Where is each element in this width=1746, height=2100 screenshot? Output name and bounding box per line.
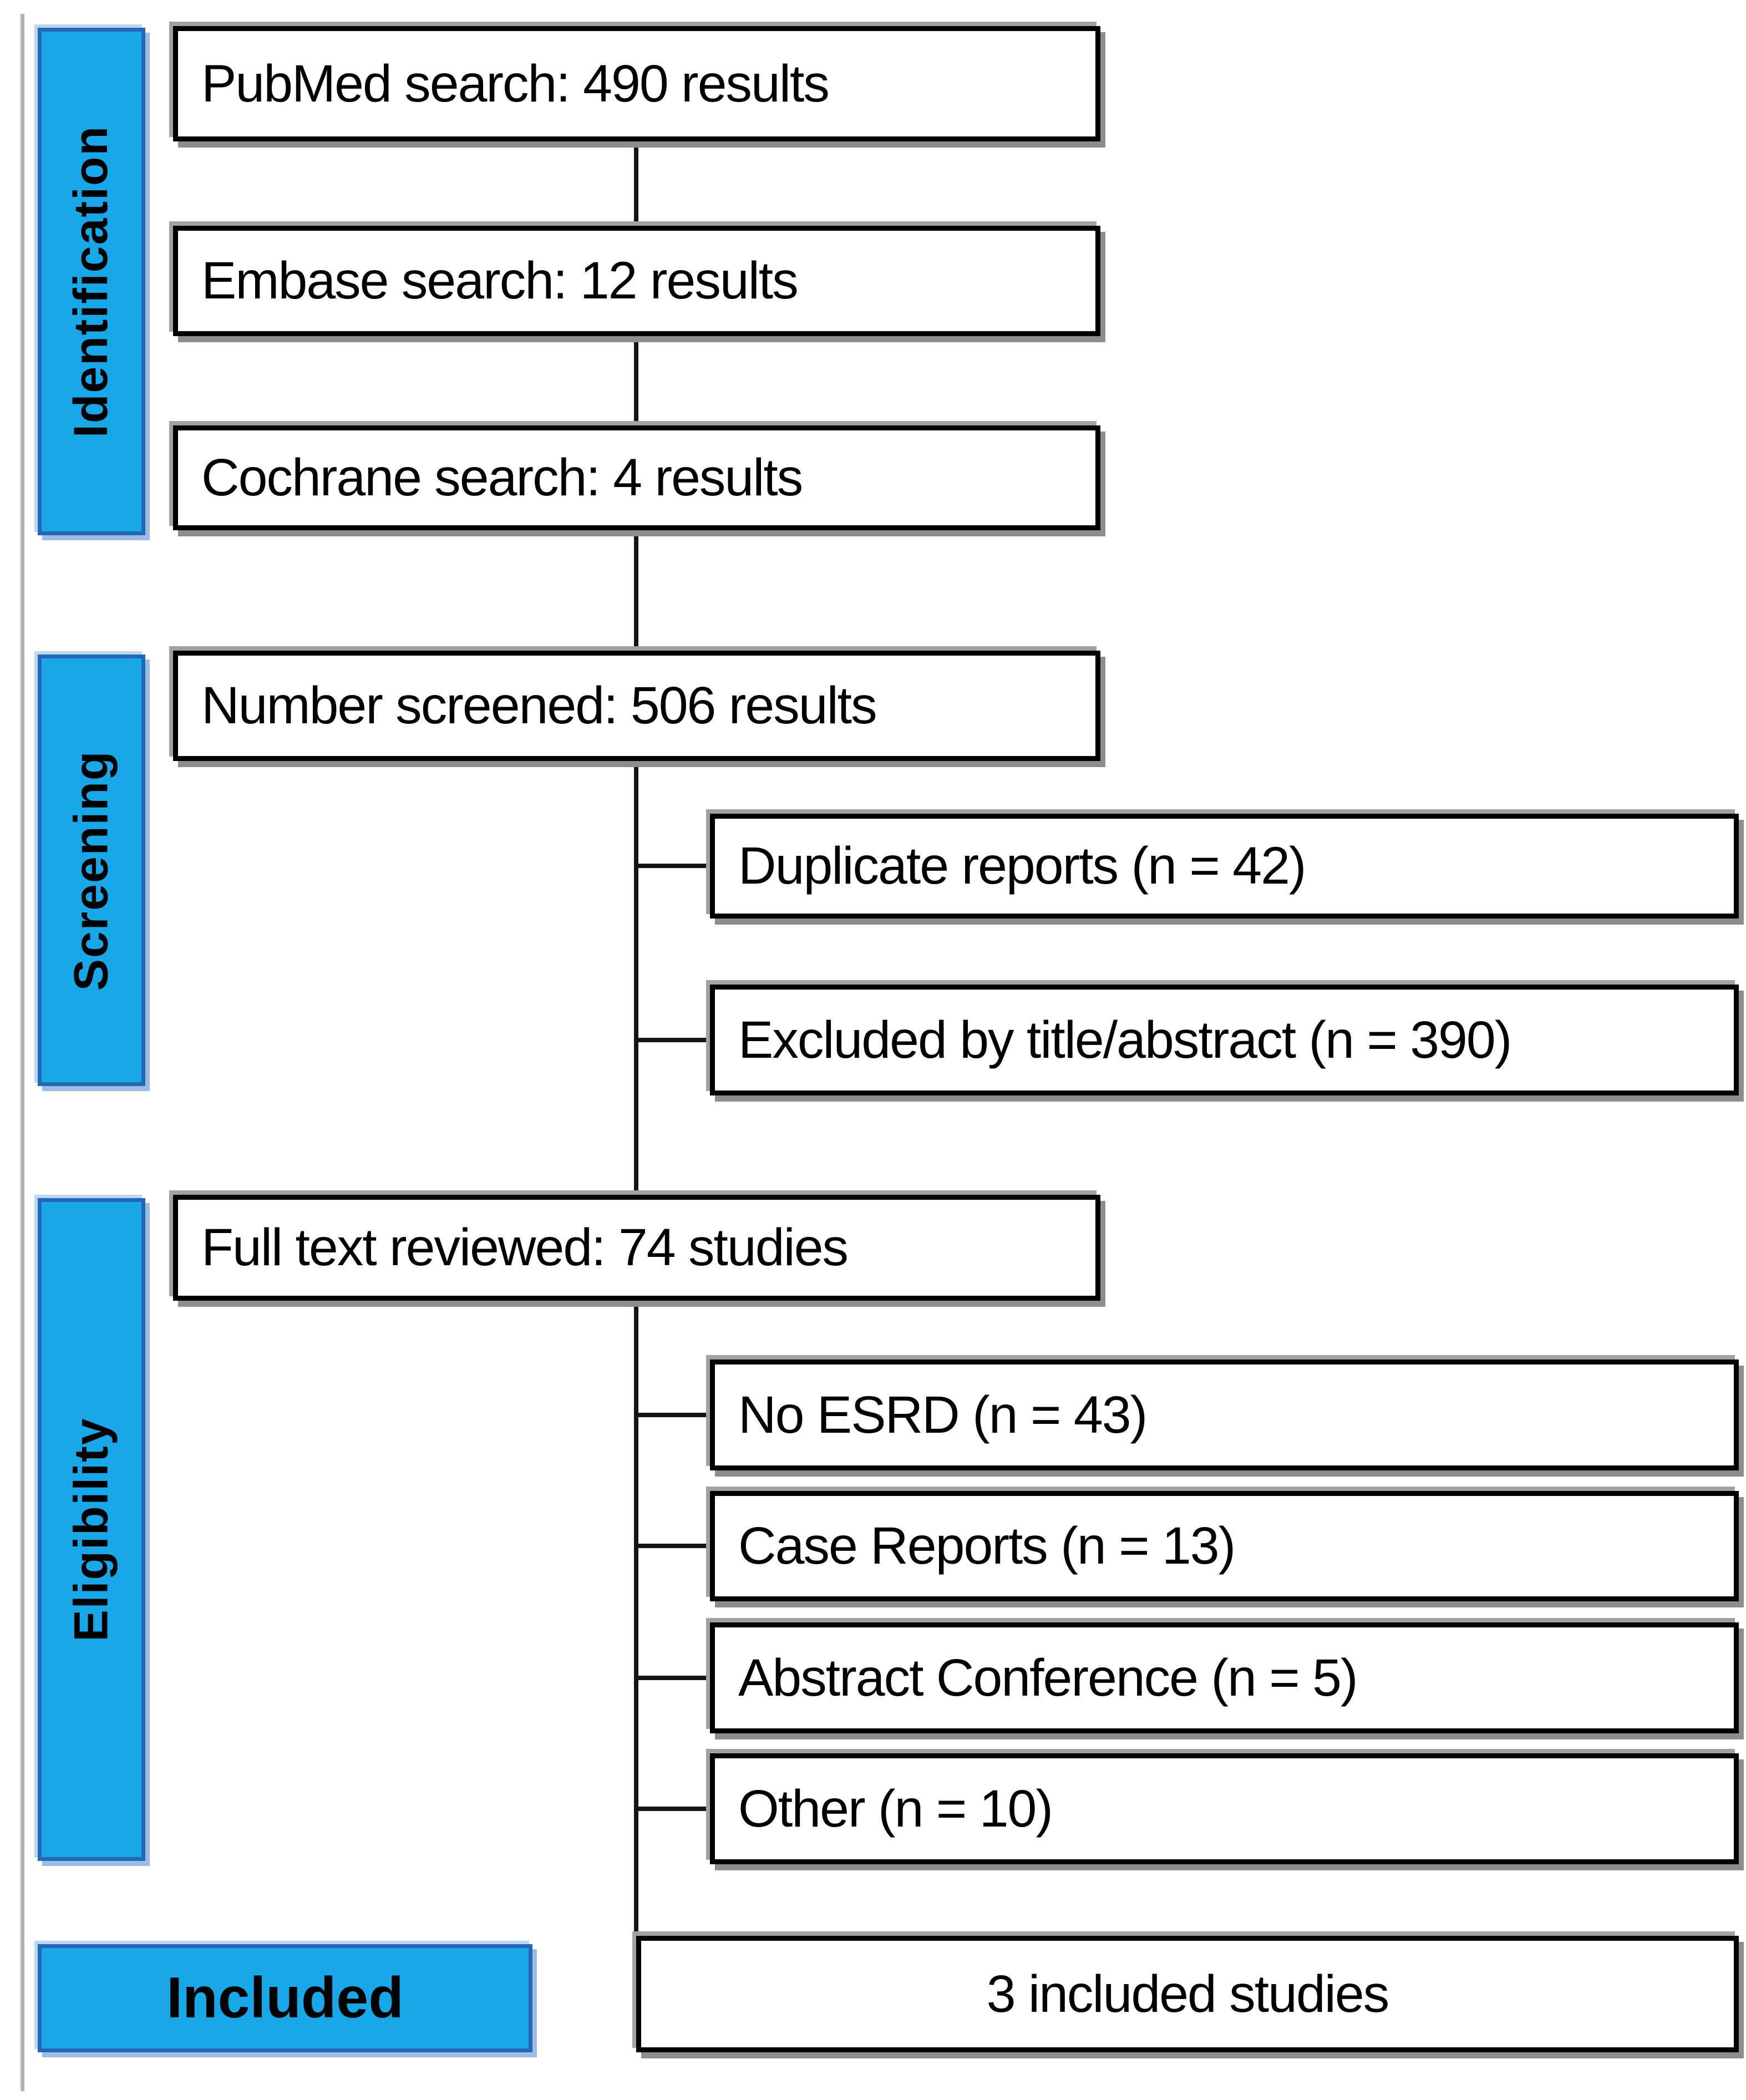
stage-bar-screening: Screening <box>38 655 145 1086</box>
flow-box-screened-label: Number screened: 506 results <box>201 676 877 735</box>
stage-label-screening: Screening <box>64 750 118 991</box>
exclusion-box-duplicate-reports: Duplicate reports (n = 42) <box>710 814 1739 919</box>
exclusion-title-abstract-label: Excluded by title/abstract (n = 390) <box>738 1010 1512 1069</box>
exclusion-no-esrd-label: No ESRD (n = 43) <box>738 1385 1148 1444</box>
flow-box-included-studies: 3 included studies <box>636 1936 1739 2052</box>
flow-box-embase-search: Embase search: 12 results <box>173 226 1100 336</box>
flow-box-cochrane-search: Cochrane search: 4 results <box>173 425 1100 530</box>
flow-box-pubmed-search: PubMed search: 490 results <box>173 26 1100 141</box>
flow-box-number-screened: Number screened: 506 results <box>173 651 1100 761</box>
flow-box-included-studies-label: 3 included studies <box>986 1964 1390 2023</box>
flow-box-pubmed-label: PubMed search: 490 results <box>201 54 830 113</box>
connector-stub-title-abstract <box>636 1038 714 1042</box>
exclusion-box-abstract-conference: Abstract Conference (n = 5) <box>710 1622 1739 1733</box>
exclusion-abstract-conference-label: Abstract Conference (n = 5) <box>738 1648 1358 1707</box>
connector-stub-other <box>636 1807 714 1811</box>
stage-label-eligibility: Eligibility <box>64 1417 118 1642</box>
exclusion-case-reports-label: Case Reports (n = 13) <box>738 1516 1236 1575</box>
exclusion-box-title-abstract: Excluded by title/abstract (n = 390) <box>710 985 1739 1095</box>
exclusion-duplicates-label: Duplicate reports (n = 42) <box>738 836 1307 895</box>
stage-label-included: Included <box>166 1966 404 2030</box>
exclusion-other-label: Other (n = 10) <box>738 1779 1053 1838</box>
stage-bar-included: Included <box>38 1944 532 2052</box>
exclusion-box-other: Other (n = 10) <box>710 1753 1739 1864</box>
flow-box-fulltext-label: Full text reviewed: 74 studies <box>201 1218 849 1277</box>
exclusion-box-no-esrd: No ESRD (n = 43) <box>710 1360 1739 1470</box>
connector-stub-no-esrd <box>636 1413 714 1417</box>
connector-stub-duplicates <box>636 864 714 868</box>
left-margin-rule <box>21 14 24 2091</box>
flow-box-cochrane-label: Cochrane search: 4 results <box>201 448 803 507</box>
stage-bar-identification: Identification <box>38 28 145 535</box>
flow-box-embase-label: Embase search: 12 results <box>201 251 799 310</box>
stage-label-identification: Identification <box>64 125 118 438</box>
connector-stub-case-reports <box>636 1544 714 1548</box>
stage-bar-eligibility: Eligibility <box>38 1198 145 1861</box>
connector-stub-abstract-conference <box>636 1676 714 1680</box>
exclusion-box-case-reports: Case Reports (n = 13) <box>710 1491 1739 1601</box>
flow-box-full-text-reviewed: Full text reviewed: 74 studies <box>173 1195 1100 1301</box>
